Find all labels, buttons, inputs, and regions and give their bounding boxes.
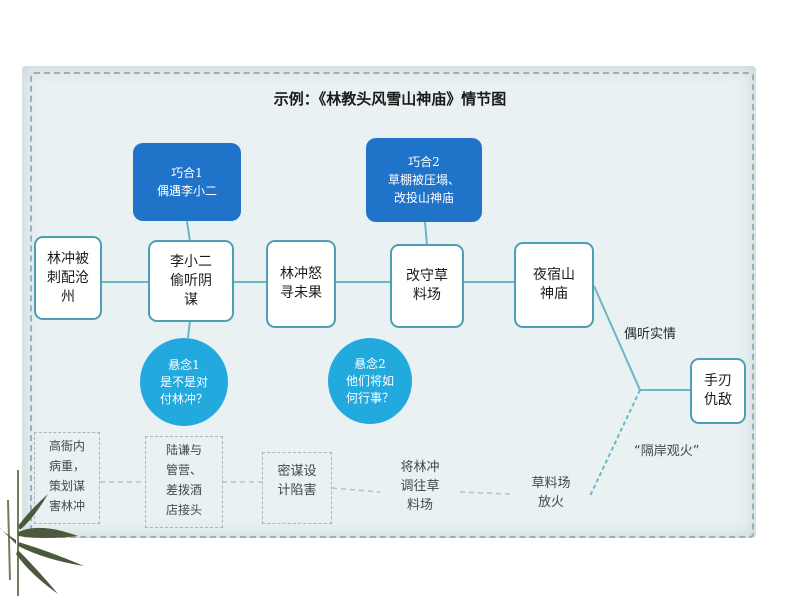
conspiracy-step-4: 将林冲调往草料场 bbox=[400, 460, 440, 513]
event-box-1: 林冲被刺配沧州 bbox=[34, 236, 102, 320]
connector-coincidence-2 bbox=[424, 220, 428, 247]
event-box-3: 林冲怒寻未果 bbox=[266, 240, 336, 328]
bamboo-decoration-icon bbox=[0, 470, 84, 596]
connector-coincidence-1 bbox=[186, 220, 191, 243]
event-box-5: 夜宿山神庙 bbox=[514, 242, 594, 328]
conspiracy-step-1: 高衙内病重，策划谋害林冲 bbox=[48, 439, 85, 513]
connector-watch-fire bbox=[589, 389, 641, 497]
conspiracy-step-2: 陆谦与管营、差拨酒店接头 bbox=[165, 443, 202, 517]
diagram-title: 示例：《林教头风雪山神庙》情节图 bbox=[273, 90, 507, 108]
event-box-4: 改守草料场 bbox=[390, 244, 464, 328]
label-watch-fire: “隔岸观火” bbox=[634, 444, 700, 459]
conspiracy-outline-3 bbox=[262, 452, 332, 524]
label-overheard: 偶听实情 bbox=[624, 327, 677, 342]
diagram-frame bbox=[30, 72, 754, 538]
conspiracy-outline-2 bbox=[145, 436, 223, 528]
event-box-2: 李小二偷听阴谋 bbox=[148, 240, 234, 322]
conspiracy-step-3: 密谋设计陷害 bbox=[277, 464, 317, 498]
dashed-link-4 bbox=[459, 491, 513, 495]
connector-suspense-1 bbox=[187, 319, 191, 339]
connector-overheard bbox=[593, 285, 641, 391]
outcome-box: 手刃仇敌 bbox=[690, 358, 746, 424]
dashed-link-3 bbox=[331, 487, 381, 493]
conspiracy-step-5: 草料场放火 bbox=[531, 476, 571, 510]
conspiracy-outline-1 bbox=[34, 432, 100, 524]
